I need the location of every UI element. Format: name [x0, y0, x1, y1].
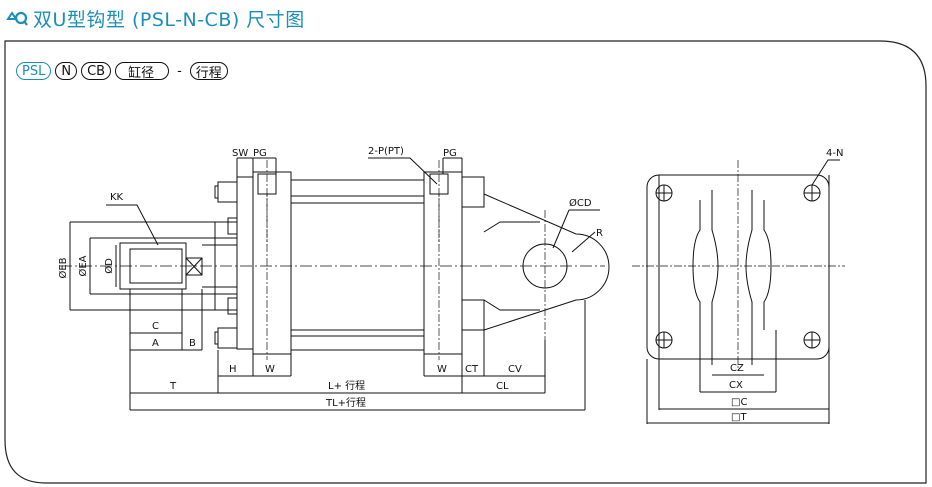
label-kk: KK: [110, 192, 124, 203]
label-tl-stroke: TL+行程: [325, 396, 366, 409]
label-pg-right: PG: [443, 148, 457, 159]
page-header: 双U型钩型 (PSL-N-CB) 尺寸图: [6, 3, 305, 33]
label-sq-t: □T: [731, 412, 747, 423]
label-cx: CX: [729, 380, 743, 391]
label-port: 2-P(PT): [368, 146, 404, 157]
label-ct: CT: [465, 364, 479, 375]
label-sw: SW: [232, 148, 248, 159]
code-bore: 缸径: [115, 62, 170, 81]
label-h: H: [229, 364, 237, 375]
label-cd: ØCD: [569, 197, 592, 209]
label-a: A: [152, 338, 159, 349]
label-ea: ØEA: [77, 255, 89, 276]
label-cl: CL: [496, 381, 509, 392]
label-b: B: [189, 338, 196, 349]
label-pg-left: PG: [253, 148, 267, 159]
code-separator: -: [177, 63, 182, 79]
code-stroke: 行程: [189, 62, 228, 81]
code-type: N: [55, 62, 78, 80]
label-n: 4-N: [826, 148, 843, 159]
label-l-stroke: L+ 行程: [328, 379, 365, 392]
label-sq-c: □C: [731, 397, 747, 408]
cylinder-icon: [6, 11, 28, 26]
label-w-left: W: [265, 364, 275, 375]
label-t: T: [169, 381, 177, 392]
part-code-legend: PSL N CB 缸径 - 行程: [16, 60, 232, 82]
label-r: R: [596, 228, 603, 239]
label-d: ØD: [103, 258, 115, 274]
label-eb: ØEB: [57, 257, 69, 278]
label-cz: CZ: [730, 363, 744, 374]
label-c: C: [152, 321, 159, 332]
label-w-right: W: [437, 364, 447, 375]
code-series: PSL: [16, 62, 52, 80]
page-title: 双U型钩型 (PSL-N-CB) 尺寸图: [33, 8, 305, 31]
code-mount: CB: [81, 62, 112, 80]
drawing-frame: [4, 40, 927, 484]
label-cv: CV: [508, 364, 522, 375]
